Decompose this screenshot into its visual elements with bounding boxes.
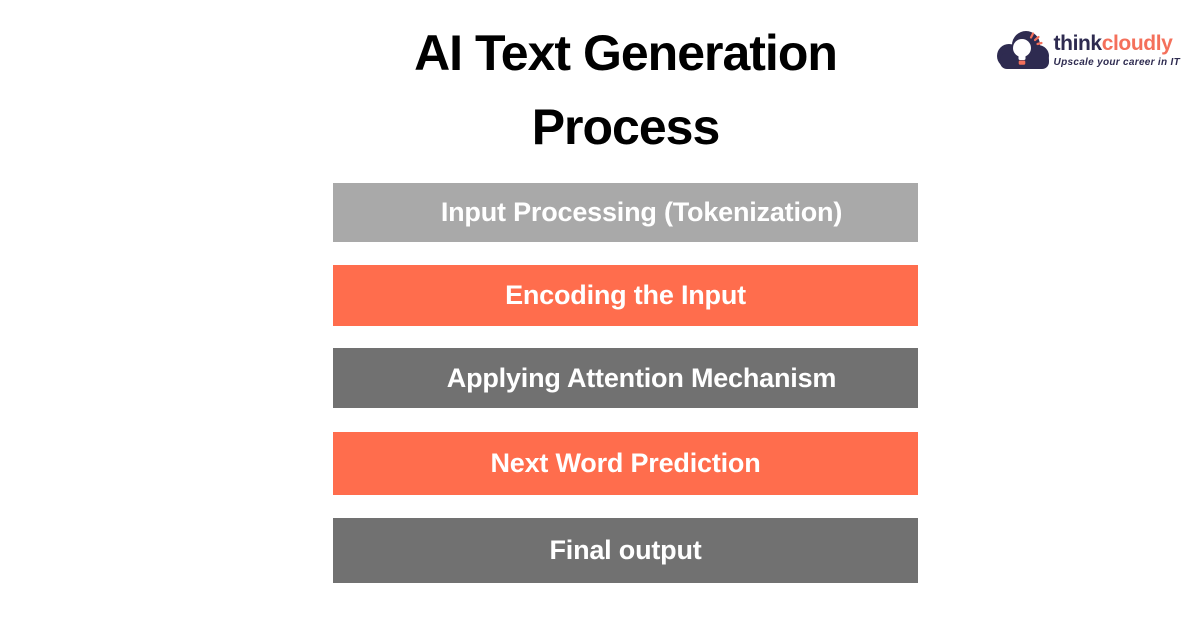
brand-name: thinkcloudly — [1054, 33, 1180, 55]
process-step-encoding-input: Encoding the Input — [333, 265, 918, 326]
title-line-2: Process — [531, 99, 721, 155]
brand-logo: thinkcloudly Upscale your career in IT — [996, 24, 1180, 74]
brand-tagline: Upscale your career in IT — [1053, 57, 1180, 68]
brand-name-think: think — [1053, 32, 1103, 55]
step-label: Final output — [549, 535, 702, 565]
brand-name-cloudly: cloudly — [1101, 32, 1173, 55]
process-step-attention-mechanism: Applying Attention Mechanism — [333, 348, 918, 408]
step-label: Applying Attention Mechanism — [446, 362, 837, 393]
title-line-1: AI Text Generation — [414, 25, 838, 81]
page-title: AI Text Generation Process — [333, 16, 918, 164]
step-label: Encoding the Input — [505, 280, 746, 310]
brand-text: thinkcloudly Upscale your career in IT — [1053, 24, 1180, 69]
process-step-next-word-prediction: Next Word Prediction — [333, 432, 918, 495]
cloud-lightbulb-icon — [996, 24, 1050, 74]
process-step-input-processing: Input Processing (Tokenization) — [333, 183, 918, 242]
step-label: Input Processing (Tokenization) — [440, 197, 843, 227]
process-step-final-output: Final output — [333, 518, 918, 583]
step-label: Next Word Prediction — [490, 448, 761, 478]
